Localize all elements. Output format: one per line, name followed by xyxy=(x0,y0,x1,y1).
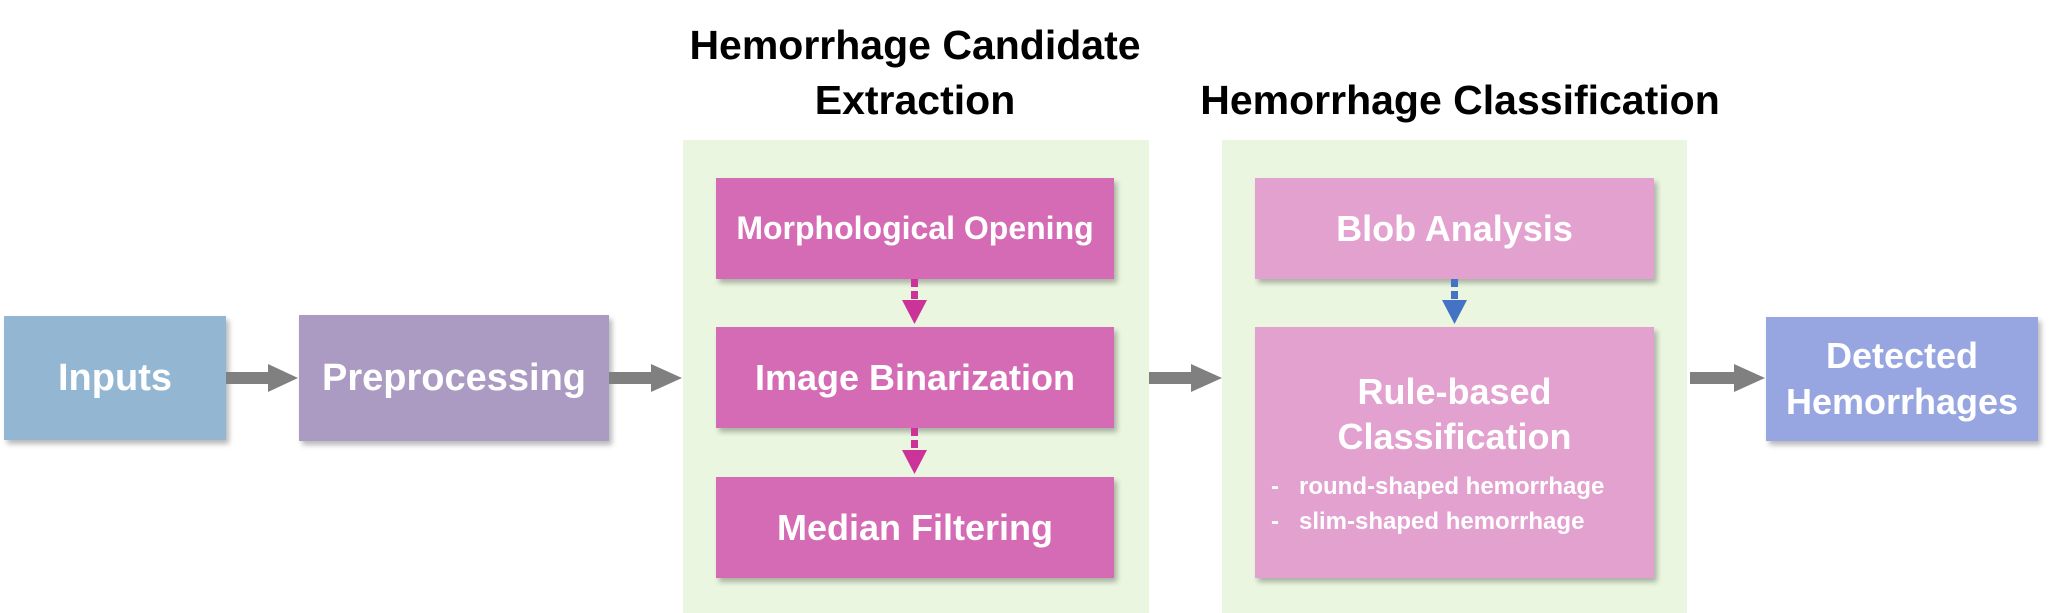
rule-criteria-item: round-shaped hemorrhage xyxy=(1271,469,1604,504)
rule-based-title-line2: Classification xyxy=(1337,416,1572,457)
morphological-opening-box: Morphological Opening xyxy=(716,178,1114,279)
down-arrow-icon xyxy=(902,428,927,474)
rule-based-classification-box: Rule-based Classification round-shaped h… xyxy=(1255,327,1654,578)
detected-hemorrhages-box: Detected Hemorrhages xyxy=(1766,317,2038,441)
classification-heading: Hemorrhage Classification xyxy=(1200,77,1720,123)
morphological-opening-label: Morphological Opening xyxy=(736,210,1094,246)
preprocessing-label: Preprocessing xyxy=(322,356,586,399)
extraction-heading: Hemorrhage Candidate Extraction xyxy=(660,18,1170,128)
median-filtering-box: Median Filtering xyxy=(716,477,1114,578)
median-filtering-label: Median Filtering xyxy=(776,506,1053,548)
rule-criteria-item: slim-shaped hemorrhage xyxy=(1271,504,1604,539)
blob-analysis-label: Blob Analysis xyxy=(1336,207,1573,249)
extraction-heading-line2: Extraction xyxy=(814,77,1016,123)
rule-based-title-line1: Rule-based xyxy=(1357,371,1552,412)
detected-label-line1: Detected xyxy=(1825,335,1979,376)
right-arrow-icon xyxy=(1690,364,1765,392)
inputs-label: Inputs xyxy=(58,356,172,399)
rule-criteria-list: round-shaped hemorrhage slim-shaped hemo… xyxy=(1255,469,1604,539)
down-arrow-icon xyxy=(1442,279,1467,324)
right-arrow-icon xyxy=(609,364,682,392)
down-arrow-icon xyxy=(902,279,927,324)
preprocessing-box: Preprocessing xyxy=(299,315,609,441)
right-arrow-icon xyxy=(1149,364,1222,392)
inputs-box: Inputs xyxy=(4,316,226,440)
image-binarization-box: Image Binarization xyxy=(716,327,1114,428)
blob-analysis-box: Blob Analysis xyxy=(1255,178,1654,279)
right-arrow-icon xyxy=(226,364,298,392)
detected-label-line2: Hemorrhages xyxy=(1785,381,2019,422)
image-binarization-label: Image Binarization xyxy=(754,356,1076,398)
extraction-heading-line1: Hemorrhage Candidate xyxy=(689,22,1141,68)
